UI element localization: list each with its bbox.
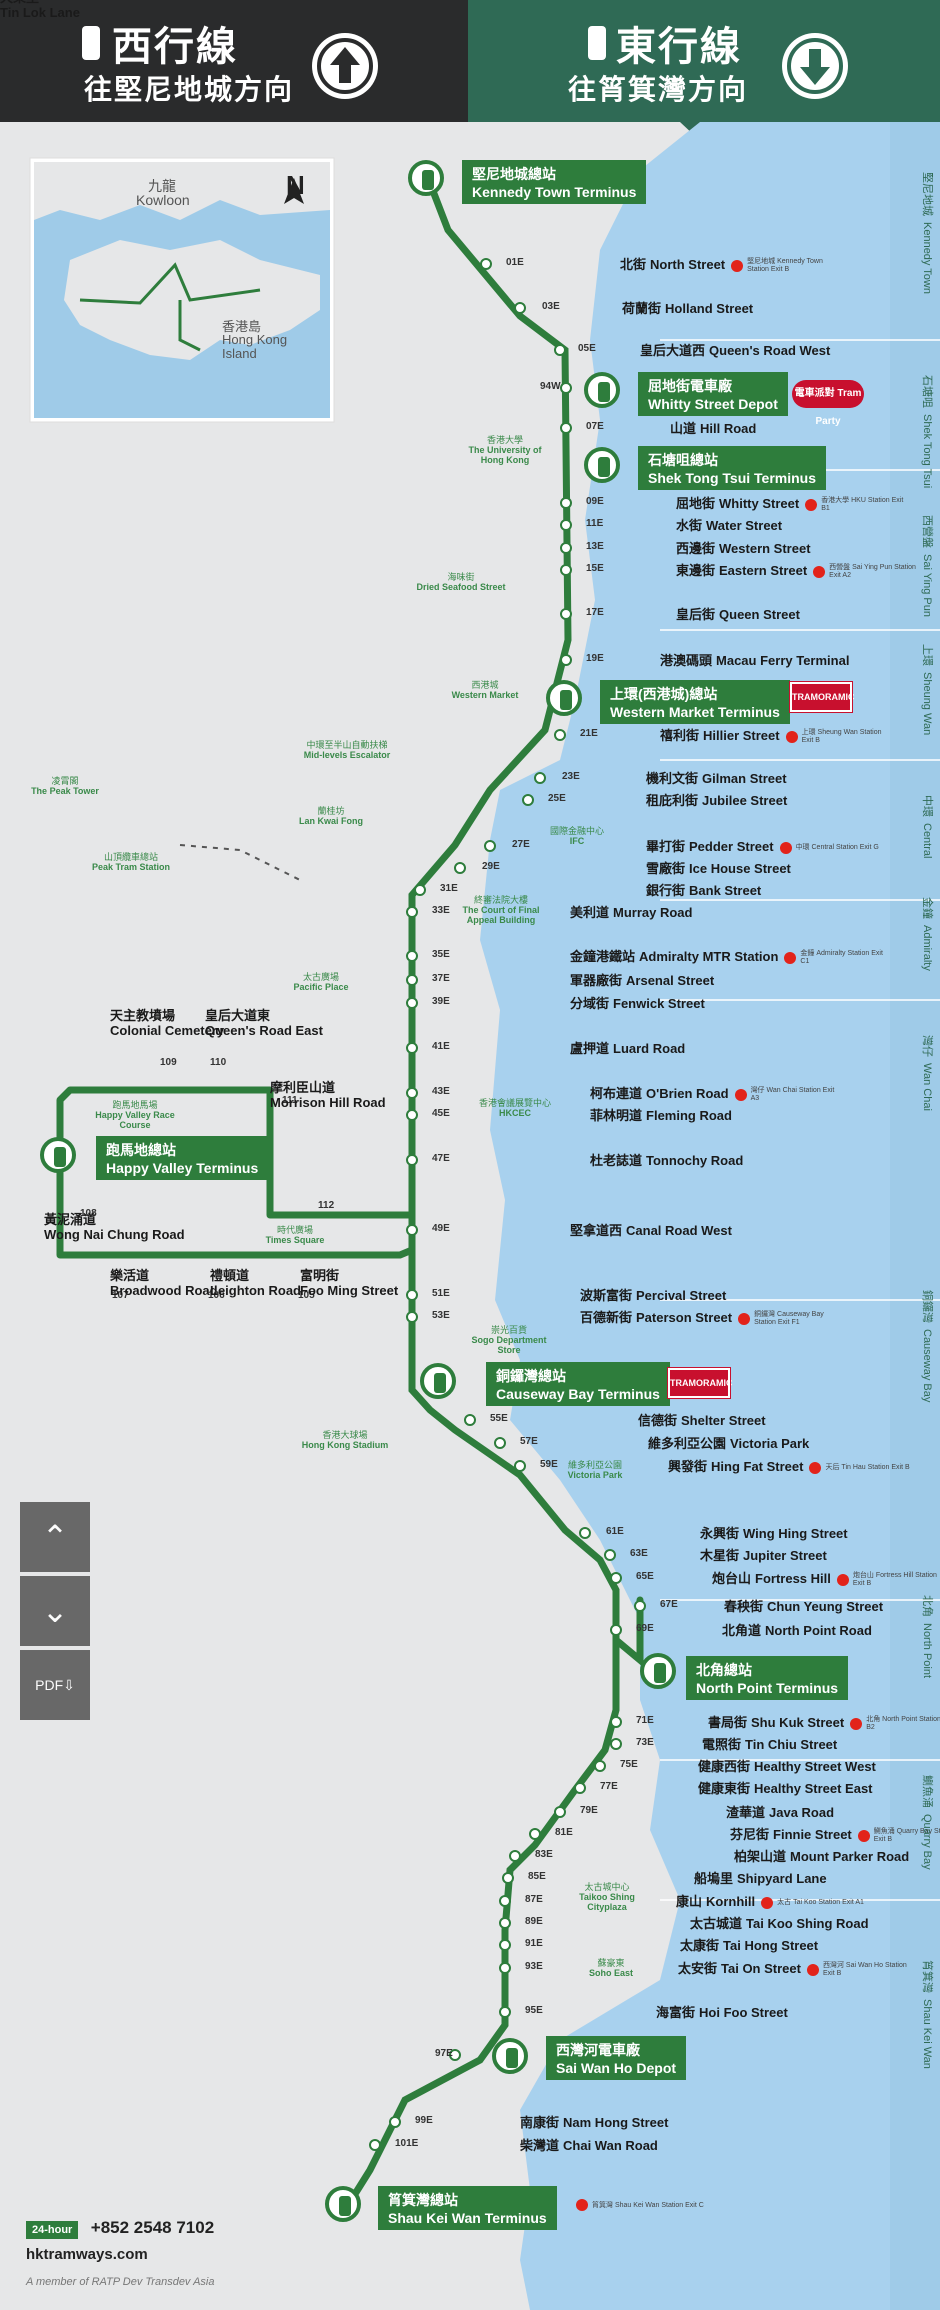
tram-stop-dot[interactable] [560, 608, 572, 620]
tram-stop-dot[interactable] [604, 1549, 616, 1561]
westbound-subtitle: 往堅尼地城方向 [84, 74, 295, 105]
tram-stop-dot[interactable] [406, 1224, 418, 1236]
tram-stop-dot[interactable] [554, 344, 566, 356]
westbound-title: 西行線 [112, 25, 238, 69]
tram-stop-dot[interactable] [560, 519, 572, 531]
tram-stop-dot[interactable] [464, 1414, 476, 1426]
tram-stop-dot[interactable] [499, 1895, 511, 1907]
happy-valley-loop [56, 1086, 414, 1259]
tram-stop-dot[interactable] [529, 1828, 541, 1840]
tram-stop-dot[interactable] [560, 654, 572, 666]
tram-stop-dot[interactable] [369, 2139, 381, 2151]
tram-stop-dot[interactable] [454, 862, 466, 874]
tram-stop-dot[interactable] [406, 1109, 418, 1121]
scroll-up-button[interactable]: ⌃ [20, 1502, 90, 1572]
tram-stop-dot[interactable] [480, 258, 492, 270]
tram-stop-dot[interactable] [499, 1962, 511, 1974]
tram-stop-dot[interactable] [406, 1289, 418, 1301]
tram-stop-dot[interactable] [534, 772, 546, 784]
tram-stop-dot[interactable] [499, 2006, 511, 2018]
tram-icon [588, 26, 606, 60]
tram-stop-dot[interactable] [414, 884, 426, 896]
tram-stop-dot[interactable] [484, 840, 496, 852]
tram-stop-dot[interactable] [499, 1939, 511, 1951]
tram-stop-dot[interactable] [554, 729, 566, 741]
tram-stop-dot[interactable] [406, 997, 418, 1009]
hotline: 24-hour +852 2548 7102 [26, 2218, 215, 2239]
tram-stop-dot[interactable] [560, 422, 572, 434]
scroll-down-button[interactable]: ⌄ [20, 1576, 90, 1646]
tram-stop-dot[interactable] [406, 974, 418, 986]
tram-stop-dot[interactable] [406, 1311, 418, 1323]
tram-stop-dot[interactable] [554, 1806, 566, 1818]
tram-stop-dot[interactable] [594, 1760, 606, 1772]
chevron-up-icon: ⌃ [41, 1519, 69, 1555]
tram-stop-dot[interactable] [449, 2049, 461, 2061]
tram-stop-dot[interactable] [560, 564, 572, 576]
tram-stop-dot[interactable] [574, 1782, 586, 1794]
peak-tram-path [179, 844, 301, 881]
phone-link[interactable]: +852 2548 7102 [90, 2218, 215, 2237]
website-link[interactable]: hktramways.com [26, 2246, 148, 2263]
arrow-down-icon [782, 33, 848, 99]
tram-stop-dot[interactable] [509, 1850, 521, 1862]
tram-icon [82, 26, 100, 60]
harbour-sea [480, 122, 940, 2310]
pdf-download-icon: PDF⇩ [35, 1677, 75, 1693]
tram-stop-dot[interactable] [560, 497, 572, 509]
tram-stop-dot[interactable] [610, 1624, 622, 1636]
tram-stop-dot[interactable] [610, 1572, 622, 1584]
tram-stop-dot[interactable] [494, 1437, 506, 1449]
tram-stop-dot[interactable] [560, 542, 572, 554]
tram-stop-dot[interactable] [579, 1527, 591, 1539]
tram-stop-dot[interactable] [406, 1154, 418, 1166]
westbound-header: 西行線 往堅尼地城方向 [0, 0, 468, 122]
tram-stop-dot[interactable] [406, 906, 418, 918]
tram-stop-dot[interactable] [514, 302, 526, 314]
24-hour-badge: 24-hour [26, 2221, 79, 2239]
tram-stop-dot[interactable] [560, 382, 572, 394]
tram-stop-dot[interactable] [634, 1600, 646, 1612]
inset-map [29, 157, 335, 423]
tram-stop-dot[interactable] [406, 1087, 418, 1099]
district-strip [890, 122, 940, 2310]
pdf-download-button[interactable]: PDF⇩ [20, 1650, 90, 1720]
tram-stop-dot[interactable] [522, 794, 534, 806]
north-arrow-icon [284, 178, 304, 204]
member-text: A member of RATP Dev Transdev Asia [26, 2276, 215, 2288]
tram-stop-dot[interactable] [502, 1872, 514, 1884]
eastbound-title: 東行線 [616, 25, 742, 69]
tram-stop-dot[interactable] [514, 1460, 526, 1472]
eastbound-header: 東行線 往筲箕灣方向 [468, 0, 940, 122]
chevron-down-icon: ⌄ [41, 1593, 69, 1629]
arrow-up-icon [312, 33, 378, 99]
eastbound-subtitle: 往筲箕灣方向 [568, 74, 749, 105]
tram-stop-dot[interactable] [610, 1716, 622, 1728]
tram-stop-dot[interactable] [406, 1042, 418, 1054]
tram-stop-dot[interactable] [389, 2116, 401, 2128]
tram-stop-dot[interactable] [499, 1917, 511, 1929]
tram-stop-dot[interactable] [610, 1738, 622, 1750]
tram-stop-dot[interactable] [406, 950, 418, 962]
